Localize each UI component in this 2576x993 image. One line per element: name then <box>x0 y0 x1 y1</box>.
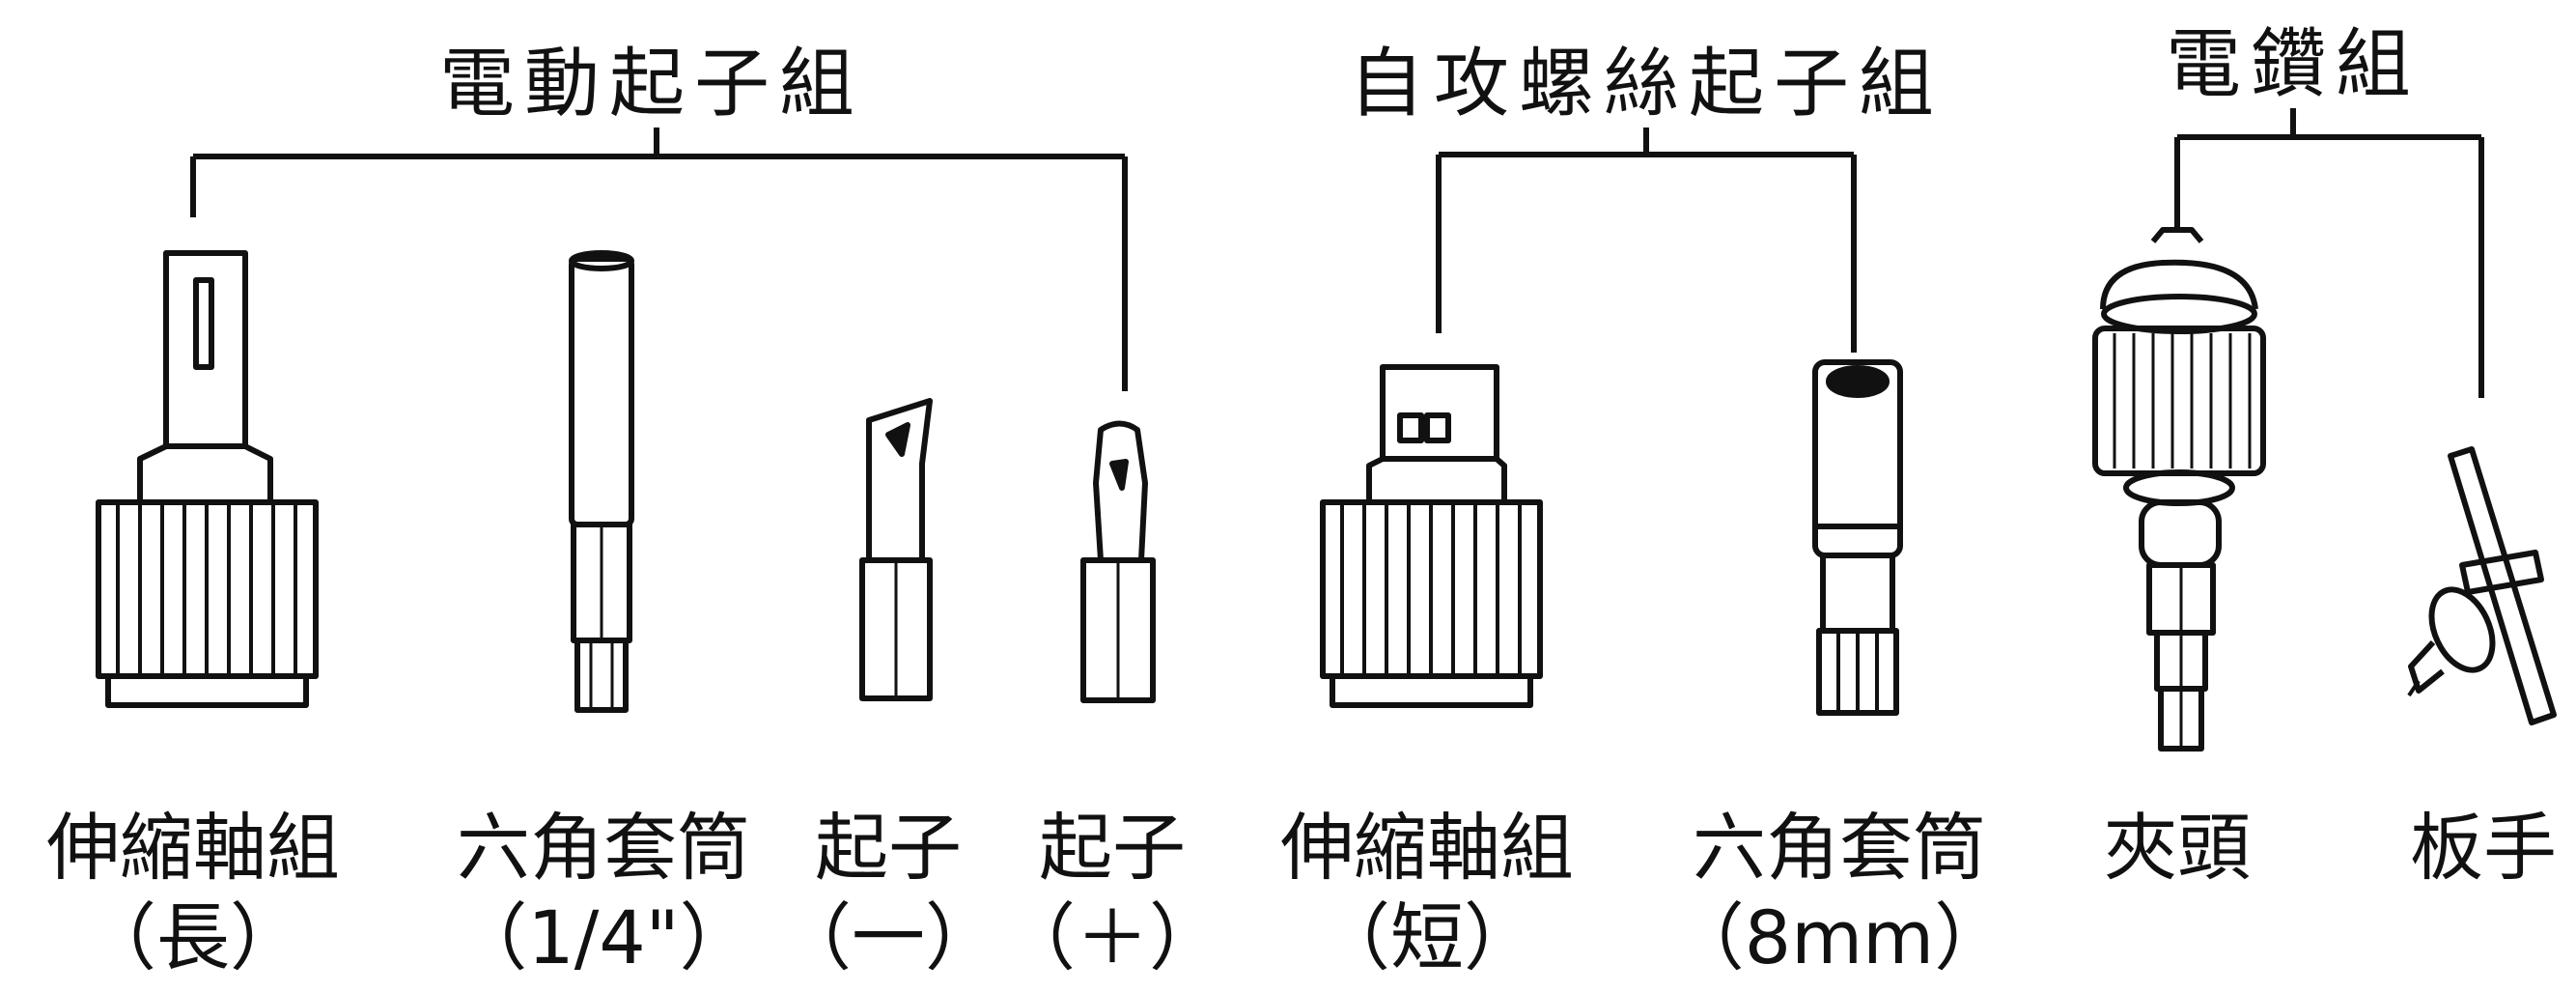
item-name: 起子 <box>1039 805 1186 891</box>
group-2-bracket <box>1436 128 1857 353</box>
item-name: 伸縮軸組 <box>1280 805 1574 891</box>
label-phillips-screwdriver-bit: 起子 （＋） <box>1002 804 1222 982</box>
hex-socket-quarter-inch-icon <box>569 250 634 713</box>
flat-screwdriver-bit-icon <box>859 398 933 701</box>
label-chuck-key: 板手 <box>2410 804 2557 894</box>
group-1-bracket <box>190 128 1128 391</box>
extension-shaft-long-icon <box>96 250 319 708</box>
label-flat-screwdriver-bit: 起子 （一） <box>778 804 998 982</box>
item-spec: （一） <box>778 894 998 980</box>
item-spec: （短） <box>1317 894 1537 980</box>
phillips-screwdriver-bit-icon <box>1080 420 1156 703</box>
chuck-key-icon <box>2407 446 2557 725</box>
extension-shaft-short-icon <box>1320 364 1543 708</box>
group-title-self-tapping-screwdriver-set: 自攻螺絲起子組 <box>1348 41 1945 128</box>
item-spec: （8mm） <box>1670 894 2008 980</box>
label-hex-socket-8mm: 六角套筒 （8mm） <box>1671 804 2007 982</box>
item-name: 伸縮軸組 <box>46 805 340 891</box>
item-name: 夾頭 <box>2104 805 2251 891</box>
group-3-bracket <box>2174 108 2484 398</box>
label-extension-shaft-long: 伸縮軸組 （長） <box>46 804 340 982</box>
item-name: 板手 <box>2410 805 2557 891</box>
item-spec: （＋） <box>1002 894 1222 980</box>
group-title-power-screwdriver-set: 電動起子組 <box>438 41 865 128</box>
label-drill-chuck: 夾頭 <box>2104 804 2251 894</box>
label-hex-socket-quarter-inch: 六角套筒 （1/4"） <box>454 804 752 982</box>
label-extension-shaft-short: 伸縮軸組 （短） <box>1280 804 1574 982</box>
hex-socket-8mm-icon <box>1812 359 1903 716</box>
item-name: 六角套筒 <box>1692 805 1986 891</box>
group-title-drill-set: 電鑽組 <box>2165 21 2422 108</box>
drill-chuck-icon <box>2092 227 2266 752</box>
item-name: 六角套筒 <box>457 805 750 891</box>
item-spec: （1/4"） <box>454 894 753 980</box>
item-spec: （長） <box>83 894 303 980</box>
item-name: 起子 <box>815 805 962 891</box>
